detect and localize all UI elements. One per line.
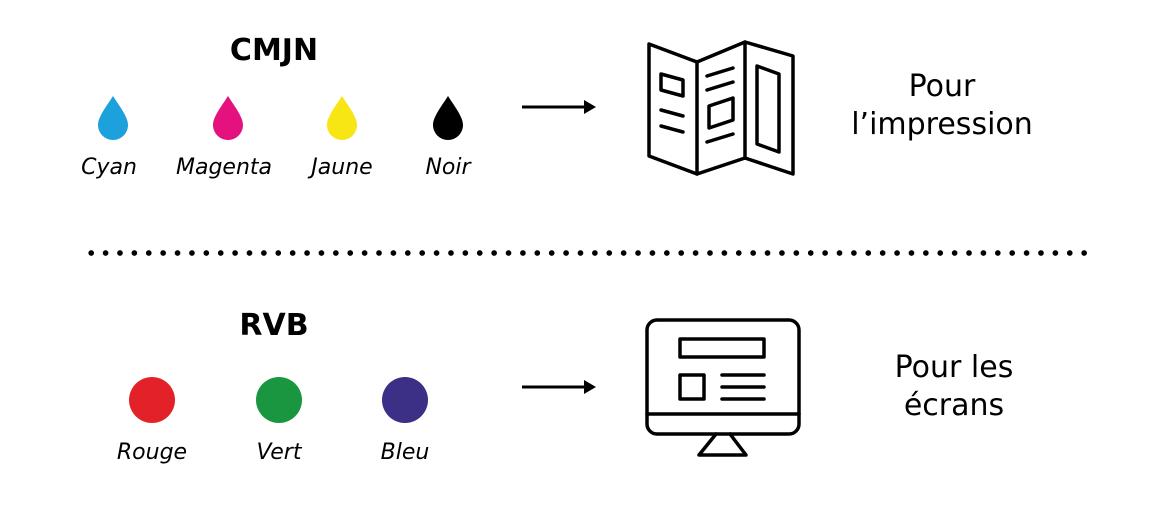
rvb-purpose-line-2: écrans <box>903 388 1005 423</box>
jaune-drop-icon <box>325 95 359 141</box>
magenta-drop-icon <box>211 95 245 141</box>
rvb-arrow-icon <box>520 377 600 401</box>
vert-circle <box>256 377 302 423</box>
cyan-drop-shape <box>98 96 128 140</box>
cmjn-arrow-icon <box>520 97 600 121</box>
rvb-title: RVB <box>239 308 309 343</box>
cmjn-purpose-text: Pour l’impression <box>812 68 1072 144</box>
rvb-purpose-text: Pour les écrans <box>824 349 1084 425</box>
jaune-drop-shape <box>327 96 357 140</box>
rouge-label: Rouge <box>116 440 188 465</box>
jaune-label: Jaune <box>311 155 373 180</box>
cyan-drop-icon <box>96 95 130 141</box>
rouge-circle <box>129 377 175 423</box>
vert-label: Vert <box>256 440 302 465</box>
cmjn-purpose-line-1: Pour <box>908 69 976 104</box>
noir-drop-shape <box>433 96 463 140</box>
cmjn-purpose-line-2: l’impression <box>851 107 1033 142</box>
dotted-divider <box>84 249 1092 257</box>
bleu-label: Bleu <box>380 440 430 465</box>
bleu-circle <box>382 377 428 423</box>
noir-label: Noir <box>425 155 471 180</box>
noir-drop-icon <box>431 95 465 141</box>
computer-monitor-icon <box>644 317 804 463</box>
cmjn-title: CMJN <box>229 33 319 68</box>
cyan-label: Cyan <box>81 155 137 180</box>
magenta-label: Magenta <box>175 155 272 180</box>
magenta-drop-shape <box>213 96 243 140</box>
rvb-purpose-line-1: Pour les <box>894 350 1014 385</box>
folded-brochure-icon <box>645 38 797 182</box>
